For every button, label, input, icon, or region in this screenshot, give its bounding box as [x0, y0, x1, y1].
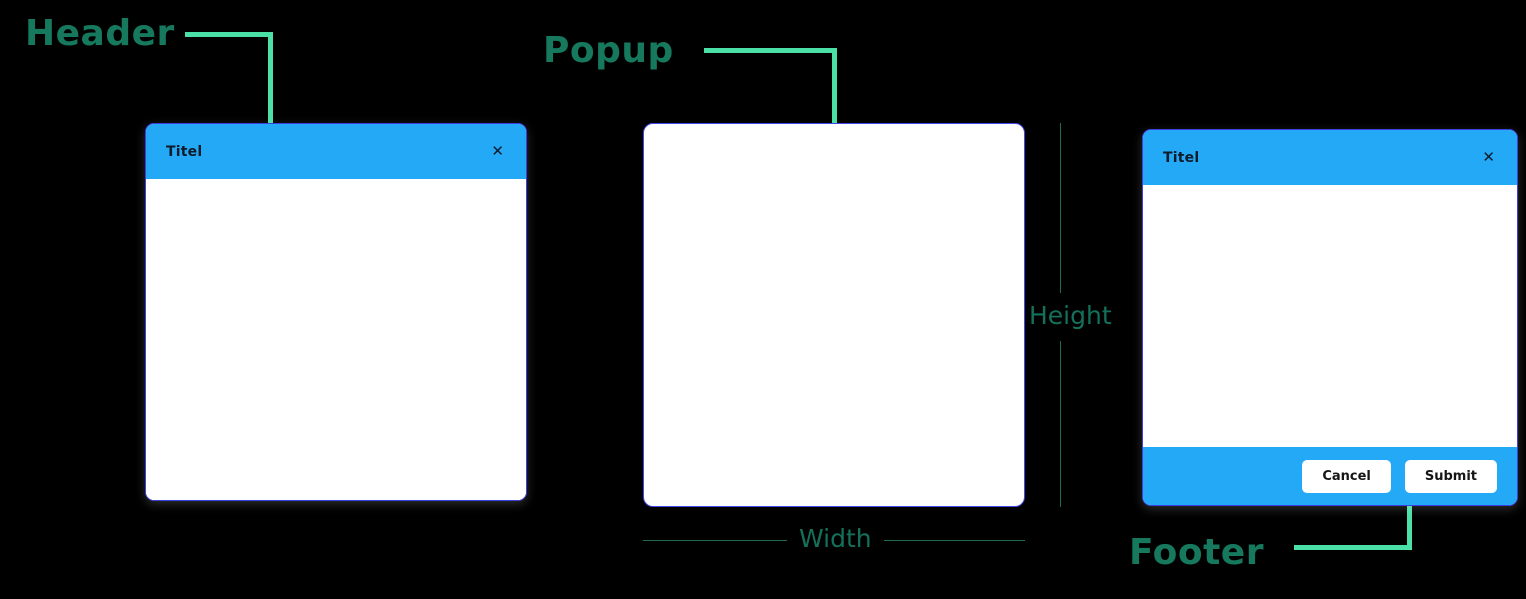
dialog-header-example[interactable]: Titel ✕ — [145, 123, 527, 501]
dialog-header-bar: Titel ✕ — [146, 124, 526, 179]
dialog-title: Titel — [166, 143, 203, 160]
annotation-label-header: Header — [25, 13, 175, 54]
submit-button[interactable]: Submit — [1404, 459, 1497, 493]
dialog-body — [146, 179, 526, 500]
annotation-label-footer: Footer — [1129, 532, 1264, 573]
annotation-label-popup: Popup — [543, 30, 674, 71]
dimension-label-height: Height — [1029, 301, 1112, 330]
dialog-body — [1143, 185, 1517, 447]
dialog-footer-example[interactable]: Titel ✕ Cancel Submit — [1142, 129, 1518, 506]
width-guide-right — [884, 540, 1025, 541]
dialog-title: Titel — [1163, 149, 1200, 166]
height-guide-upper — [1060, 123, 1061, 293]
width-guide-left — [643, 540, 787, 541]
close-icon[interactable]: ✕ — [1482, 148, 1495, 166]
popup-plain-example[interactable] — [643, 123, 1025, 507]
dialog-footer-bar: Cancel Submit — [1143, 447, 1517, 505]
dimension-label-width: Width — [799, 524, 872, 553]
cancel-button[interactable]: Cancel — [1302, 459, 1391, 493]
height-guide-lower — [1060, 341, 1061, 507]
dialog-header-bar: Titel ✕ — [1143, 130, 1517, 185]
close-icon[interactable]: ✕ — [491, 142, 504, 160]
